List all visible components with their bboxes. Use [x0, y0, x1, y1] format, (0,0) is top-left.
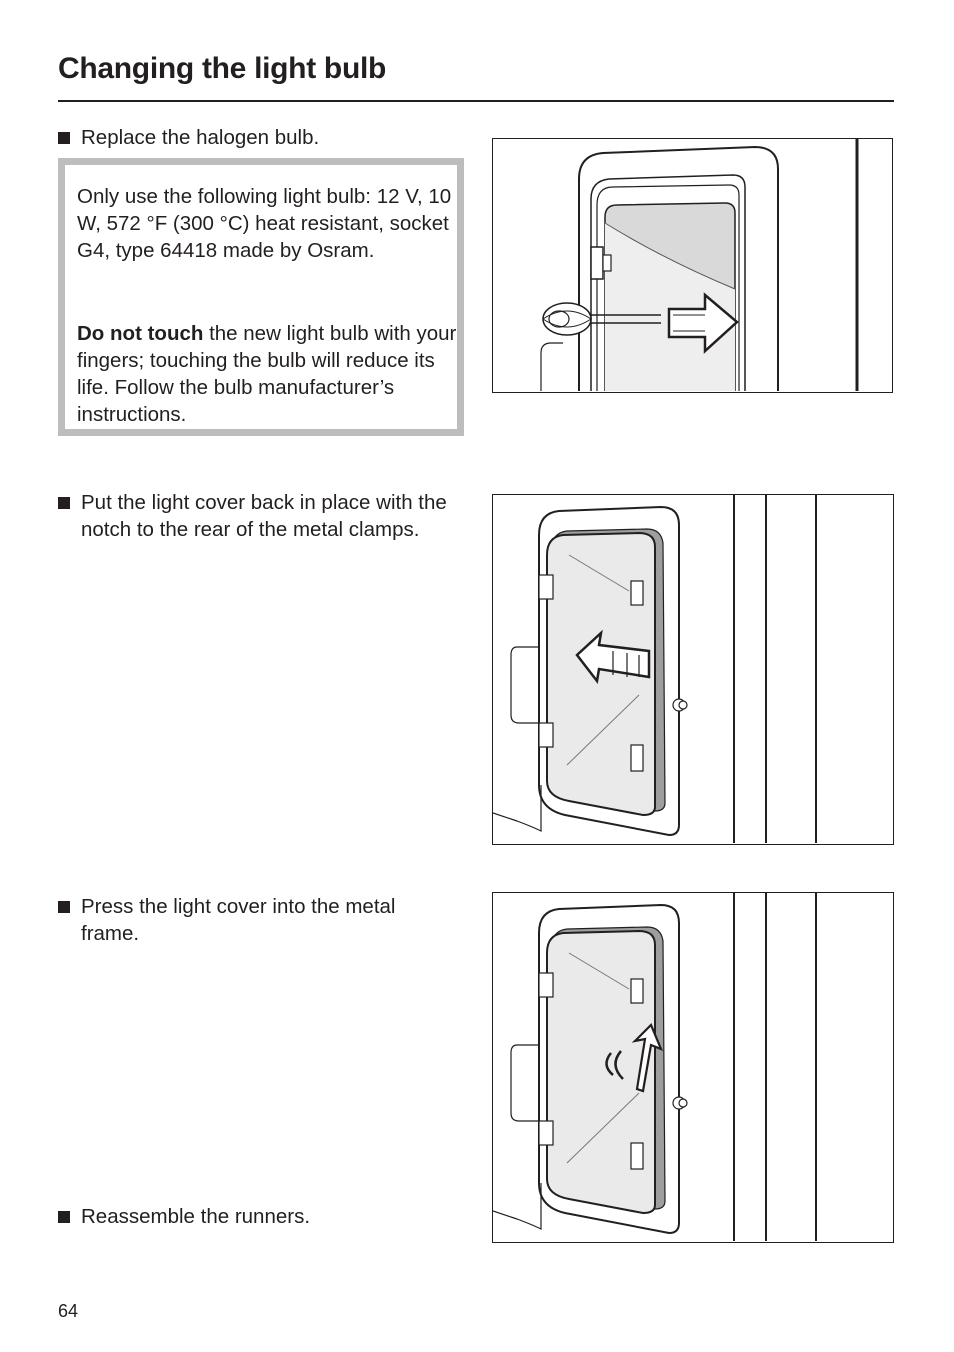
bullet-icon [58, 1211, 70, 1223]
step-text: Put the light cover back in place with t… [81, 491, 447, 541]
note-bold-lead: Do not touch [77, 322, 204, 345]
insert-halogen-bulb-illustration [540, 139, 859, 391]
note-do-not-touch-text: the new light bulb with your fingers; to… [77, 322, 457, 426]
step-text: Press the light cover into the metal fra… [81, 895, 396, 945]
note-do-not-touch: Do not touch the new light bulb with you… [77, 320, 457, 428]
step-reassemble-runners: Reassemble the runners. [58, 1203, 458, 1230]
figure-press-light-cover [492, 892, 894, 1243]
figure-insert-halogen-bulb [492, 138, 893, 393]
step-replace-bulb: Replace the halogen bulb. [58, 124, 458, 151]
note-bulb-spec: Only use the following light bulb: 12 V,… [77, 185, 452, 262]
step-press-cover: Press the light cover into the metal fra… [58, 893, 458, 947]
press-light-cover-illustration [493, 893, 817, 1241]
bullet-icon [58, 497, 70, 509]
warning-note-box: Only use the following light bulb: 12 V,… [58, 158, 464, 436]
step-text: Reassemble the runners. [81, 1205, 311, 1228]
page-title: Changing the light bulb [58, 52, 387, 85]
position-light-cover-illustration [493, 495, 817, 843]
figure-position-light-cover [492, 494, 894, 845]
bullet-icon [58, 132, 70, 144]
step-text: Replace the halogen bulb. [81, 126, 320, 149]
step-replace-cover: Put the light cover back in place with t… [58, 489, 458, 543]
title-divider [58, 100, 894, 102]
page-number: 64 [58, 1301, 79, 1321]
bullet-icon [58, 901, 70, 913]
